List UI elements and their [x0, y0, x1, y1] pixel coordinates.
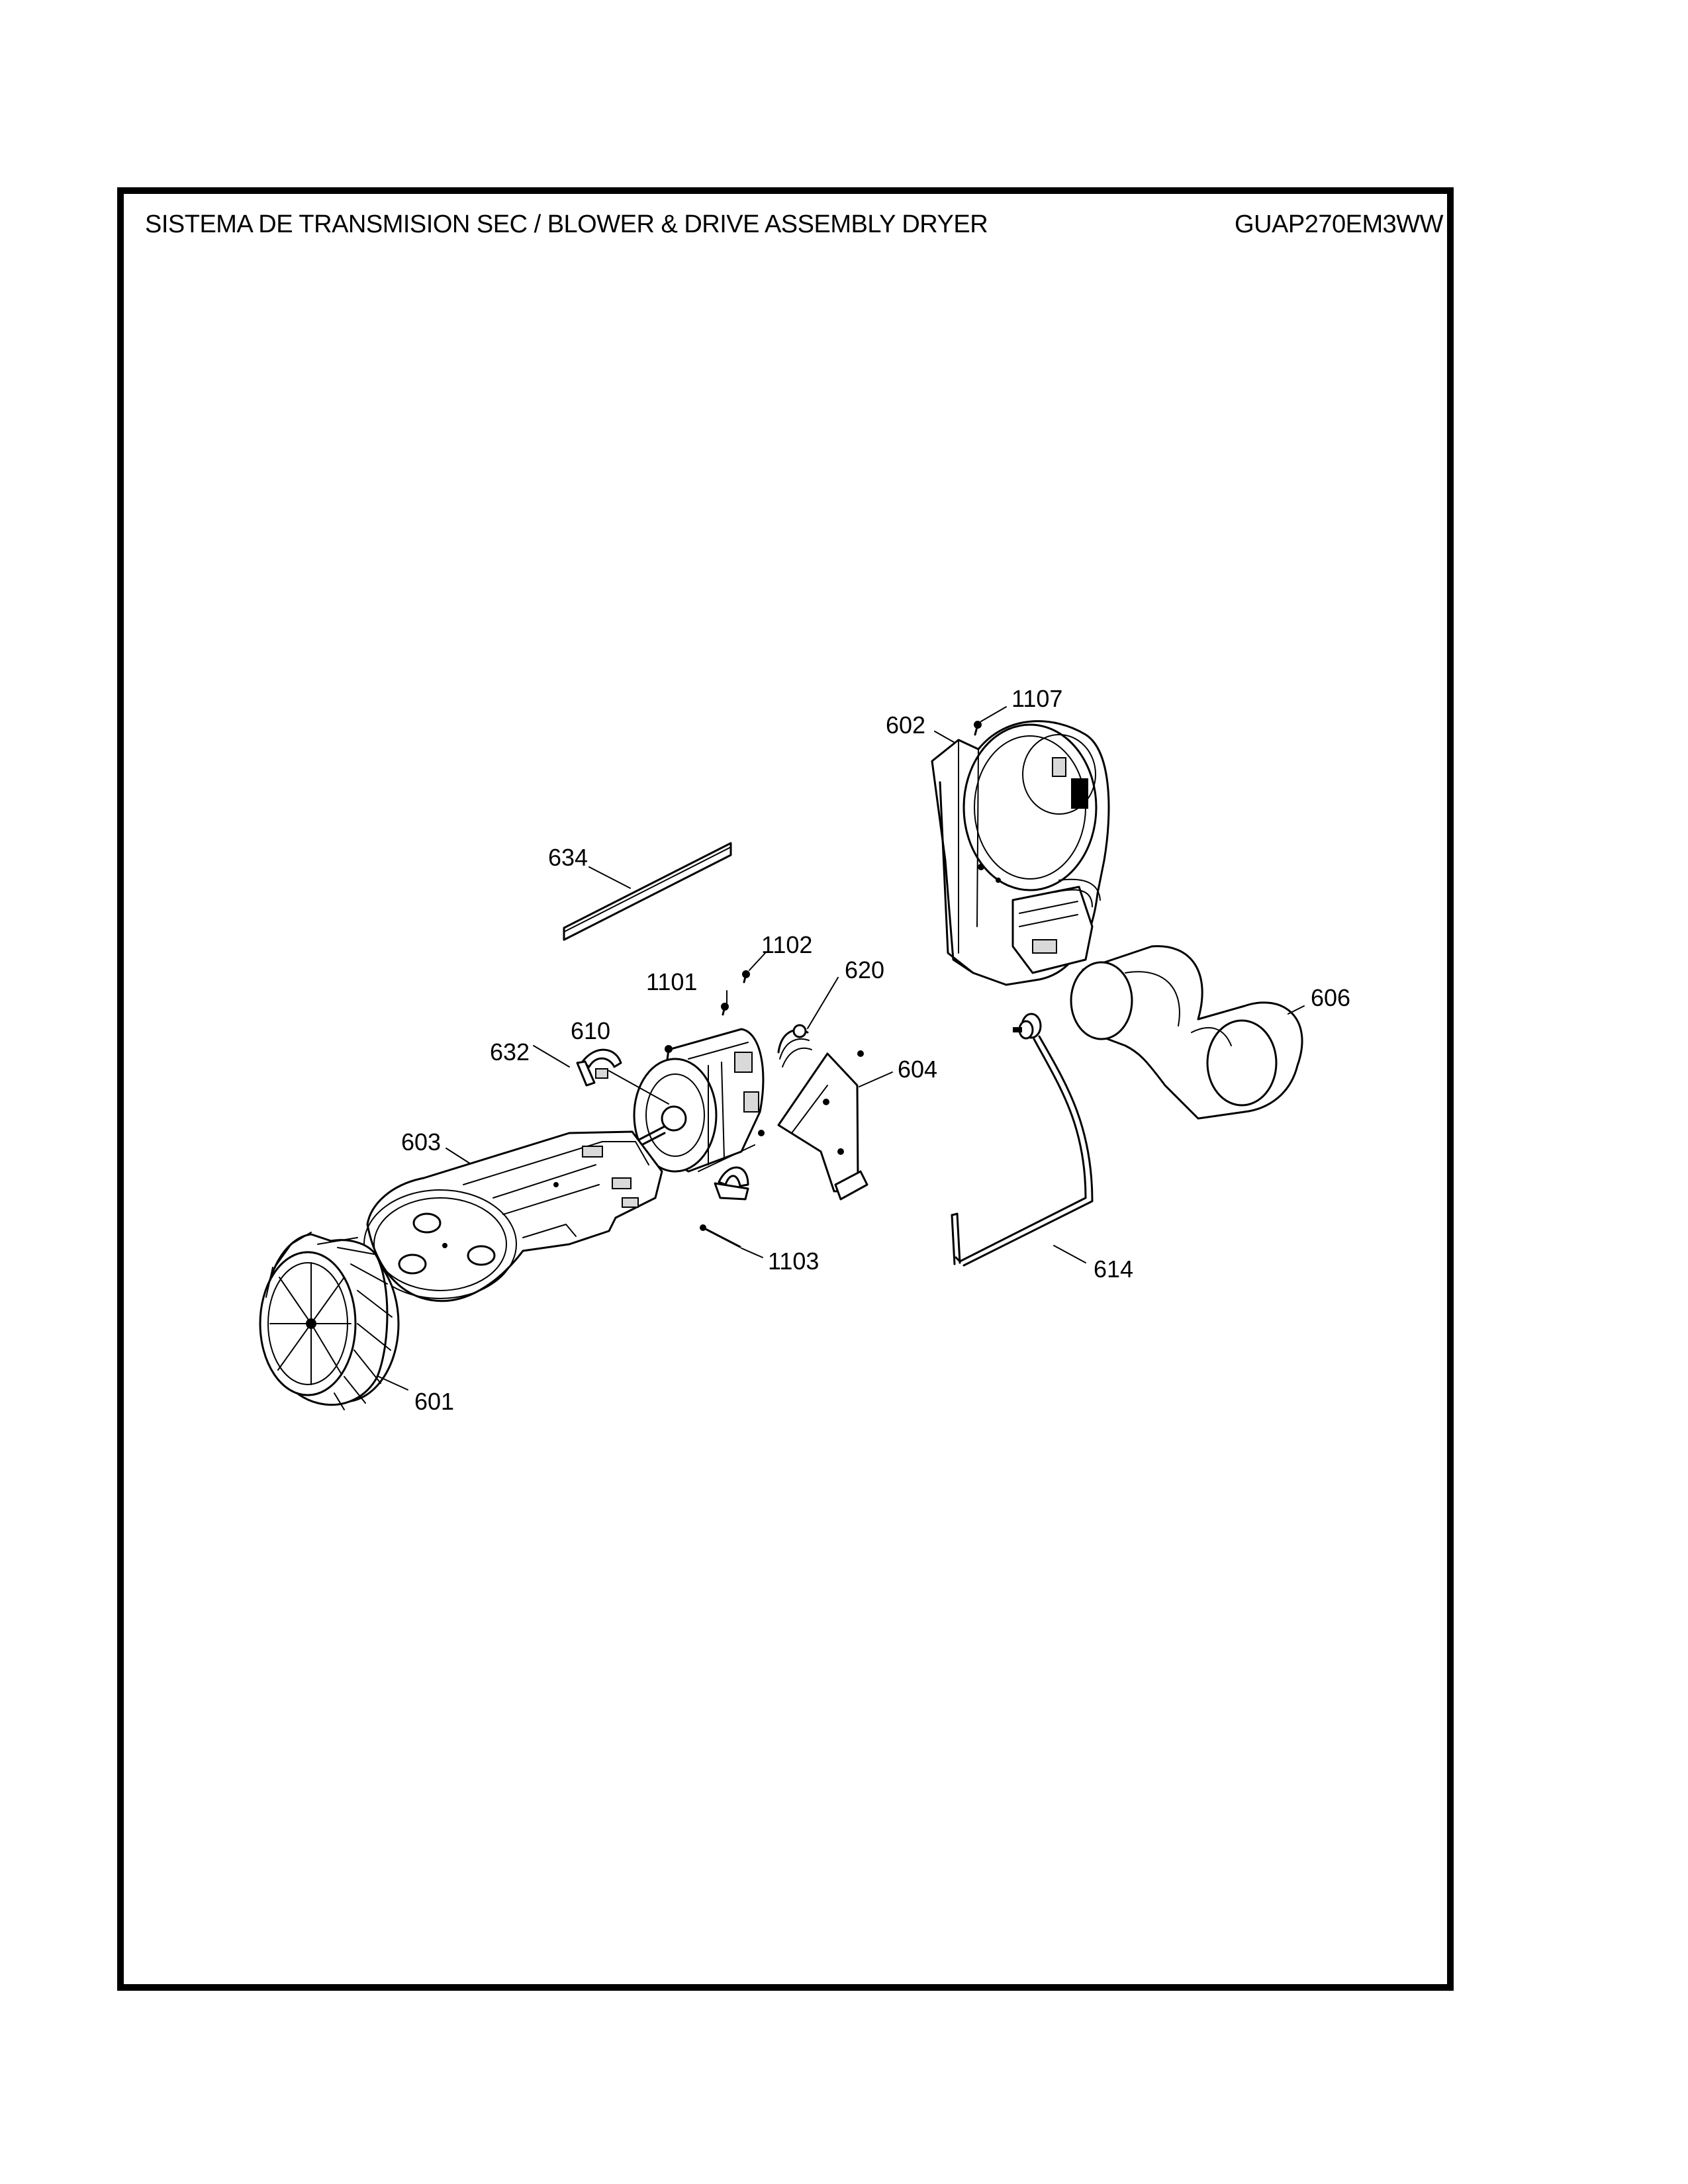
part-603-base-plate — [363, 1130, 663, 1302]
callout-620: 620 — [845, 956, 884, 983]
part-1107-screw — [974, 721, 982, 736]
callout-603: 603 — [401, 1128, 441, 1156]
callout-604: 604 — [898, 1056, 937, 1083]
part-601-blower-wheel — [259, 1232, 400, 1410]
part-632-clamp-lower — [714, 1166, 749, 1201]
callout-602: 602 — [886, 711, 925, 739]
leader-lines — [378, 706, 1305, 1390]
part-604-bracket — [777, 1052, 868, 1201]
callout-labels: 1107 602 634 1102 620 1101 606 610 632 6… — [401, 685, 1350, 1415]
callout-1107: 1107 — [1011, 685, 1062, 712]
callout-606: 606 — [1311, 984, 1350, 1011]
model-number: GUAP270EM3WW — [1235, 210, 1443, 238]
callout-614: 614 — [1094, 1255, 1133, 1283]
part-606-duct — [1070, 945, 1303, 1120]
part-1101-screw — [721, 1003, 729, 1016]
callout-1101: 1101 — [646, 968, 697, 995]
part-610-motor — [628, 1028, 765, 1173]
diagram-frame — [117, 187, 1454, 1991]
part-602-blower-housing — [931, 720, 1110, 986]
callout-1102: 1102 — [761, 931, 812, 958]
part-634-strip — [563, 842, 732, 941]
callout-601: 601 — [414, 1388, 454, 1415]
callout-1103: 1103 — [768, 1248, 819, 1275]
part-632-clamp-upper — [576, 1048, 622, 1087]
part-614-idler — [951, 1013, 1094, 1267]
part-1103-bolt — [700, 1224, 741, 1248]
callout-610: 610 — [571, 1017, 610, 1044]
part-620-spring — [777, 1024, 864, 1068]
callout-634: 634 — [548, 844, 588, 871]
part-1102-screw — [742, 970, 750, 983]
callout-632: 632 — [490, 1038, 530, 1066]
diagram-title: SISTEMA DE TRANSMISION SEC / BLOWER & DR… — [145, 210, 988, 238]
